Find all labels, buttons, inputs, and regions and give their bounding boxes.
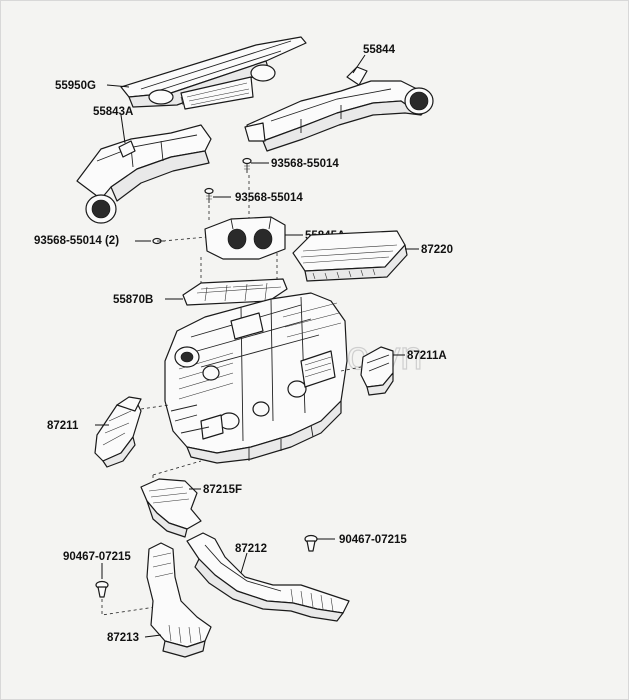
label-55843a: 55843A xyxy=(93,106,133,118)
part-hvac-unit-assembly xyxy=(164,292,348,464)
label-93568-lower: 93568-55014 (2) xyxy=(34,235,119,247)
dash-line-10 xyxy=(101,599,156,616)
dash-line-6 xyxy=(140,404,170,410)
label-87215f: 87215F xyxy=(203,484,242,496)
label-87212: 87212 xyxy=(235,543,267,555)
part-87211a-duct[interactable] xyxy=(360,346,394,396)
leader-55843a xyxy=(120,114,126,144)
part-87213-duct[interactable] xyxy=(146,542,212,658)
screw-93568-lower[interactable] xyxy=(152,237,165,245)
part-55870b-vent-grille[interactable] xyxy=(182,278,288,306)
label-90467-right: 90467-07215 xyxy=(339,534,407,546)
part-87212-duct[interactable] xyxy=(186,532,350,622)
part-87220-panel[interactable] xyxy=(292,230,408,282)
part-55844-duct[interactable] xyxy=(244,66,434,152)
screw-93568-upper[interactable] xyxy=(242,157,252,174)
label-55870b: 55870B xyxy=(113,294,153,306)
leader-87212 xyxy=(240,552,248,574)
leader-55844 xyxy=(352,54,366,74)
part-55845a-center-nozzle[interactable] xyxy=(204,216,286,260)
label-93568-middle: 93568-55014 xyxy=(235,192,303,204)
part-87211-duct[interactable] xyxy=(94,396,142,468)
label-55950g: 55950G xyxy=(55,80,96,92)
screw-93568-middle[interactable] xyxy=(204,187,214,204)
label-90467-left: 90467-07215 xyxy=(63,551,131,563)
part-55950g-defroster-nozzle[interactable] xyxy=(120,36,307,110)
part-55843a-duct[interactable] xyxy=(76,124,212,224)
label-93568-upper: 93568-55014 xyxy=(271,158,339,170)
leader-87213 xyxy=(144,634,162,638)
label-87220: 87220 xyxy=(421,244,453,256)
clip-90467-right[interactable] xyxy=(304,534,318,552)
leader-55950g xyxy=(106,84,130,88)
label-87211: 87211 xyxy=(47,420,79,432)
dash-line-8 xyxy=(152,460,202,476)
label-55844: 55844 xyxy=(363,44,396,56)
dash-line-3 xyxy=(162,236,208,242)
label-87211a: 87211A xyxy=(407,350,447,362)
label-87213: 87213 xyxy=(107,632,139,644)
clip-90467-left[interactable] xyxy=(95,580,109,598)
part-87215f-duct[interactable] xyxy=(140,478,202,538)
